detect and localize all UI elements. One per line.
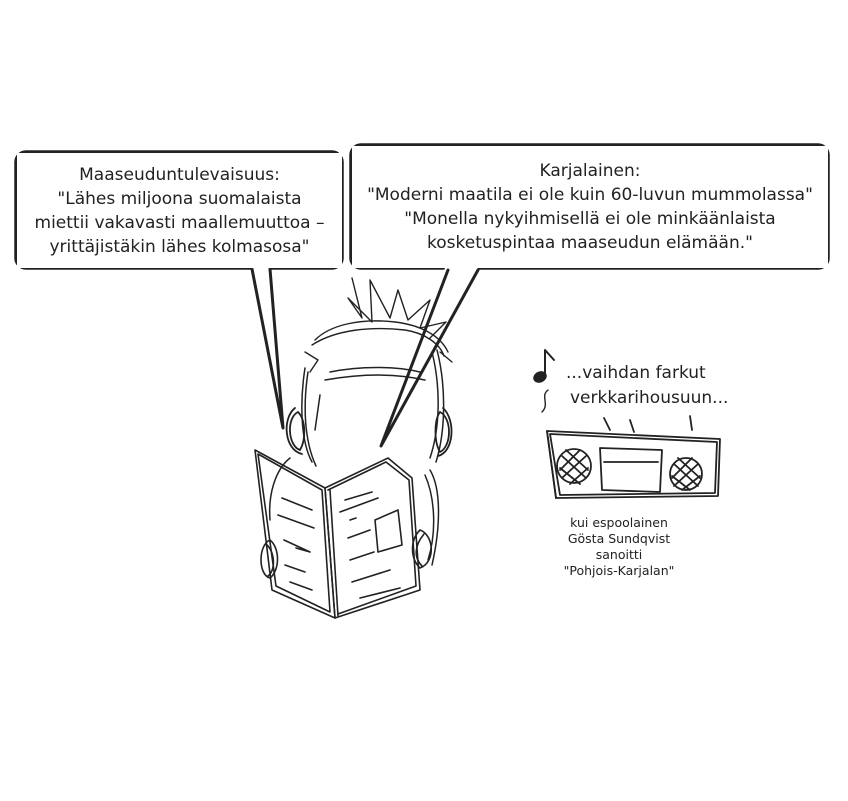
- bubble-left-outline: [14, 150, 344, 270]
- bubble-right-tail: [379, 268, 480, 448]
- bubble-right-line-3: kosketuspintaa maaseudun elämään.": [427, 233, 753, 253]
- song-line-2: verkkarihousuun...: [570, 388, 729, 408]
- caption-line-4: "Pohjois-Karjalan": [563, 563, 675, 578]
- music-note-icon: [533, 349, 555, 413]
- character-hands: [260, 529, 433, 579]
- bubble-right-line-2: "Monella nykyihmisellä ei ole minkäänlai…: [404, 209, 776, 229]
- bubble-right-outline: [349, 143, 830, 270]
- bubble-right-line-1: "Moderni maatila ei ole kuin 60-luvun mu…: [367, 185, 813, 205]
- bubble-left-tail: [250, 267, 285, 430]
- character-head: [301, 349, 445, 467]
- caption-line-3: sanoitti: [595, 547, 643, 562]
- speech-bubble-karjalainen: Karjalainen: "Moderni maatila ei ole kui…: [352, 146, 828, 268]
- bubble-left-speaker: Maaseuduntulevaisuus:: [79, 164, 280, 185]
- caption-line-1: kui espoolainen: [570, 515, 668, 530]
- character-hair: [304, 277, 453, 373]
- newspaper-icon: [254, 449, 421, 619]
- song-line-1: ...vaihdan farkut: [566, 363, 706, 383]
- character-ears: [285, 407, 453, 457]
- radio-caption: kui espoolainen Gösta Sundqvist sanoitti…: [544, 515, 694, 579]
- bubble-left-line-3: yrittäjistäkin lähes kolmasosa": [49, 236, 310, 257]
- speech-bubble-maaseuduntulevaisuus: Maaseuduntulevaisuus: "Lähes miljoona su…: [17, 153, 342, 268]
- bubble-right-speaker: Karjalainen:: [539, 161, 641, 181]
- character-body: [268, 457, 440, 566]
- bubble-left-line-2: miettii vakavasti maallemuuttoa –: [34, 212, 325, 233]
- song-lyrics: ...vaihdan farkut verkkarihousuun...: [566, 361, 736, 411]
- radio-icon: [546, 415, 721, 499]
- caption-line-2: Gösta Sundqvist: [567, 531, 671, 546]
- bubble-left-line-1: "Lähes miljoona suomalaista: [57, 188, 302, 209]
